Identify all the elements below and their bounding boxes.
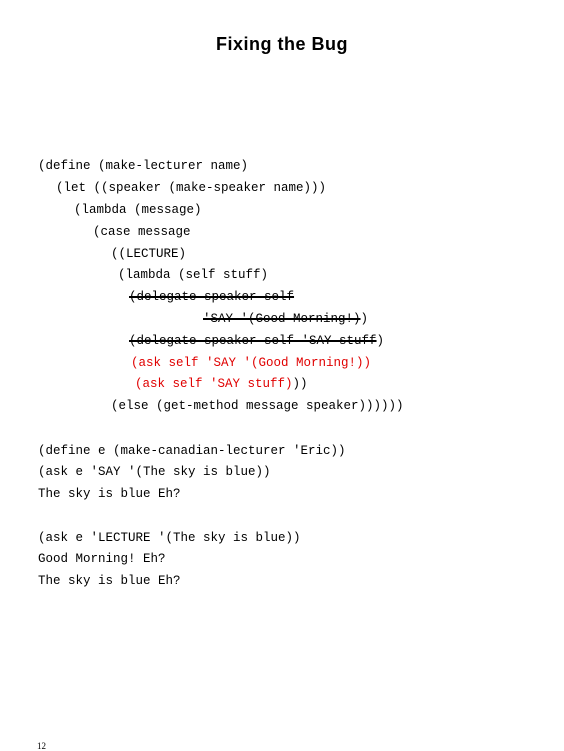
code-strikethrough-delegate-1-args: 'SAY '(Good Morning!): [203, 312, 361, 326]
code-ask-stuff-close: )): [292, 377, 308, 391]
code-fix-ask-stuff: (ask self 'SAY stuff): [135, 377, 293, 391]
code-case-message: (case message: [93, 225, 191, 239]
code-lambda-self-stuff: (lambda (self stuff): [118, 268, 269, 282]
code-lambda-message: (lambda (message): [74, 203, 202, 217]
output-line-3: The sky is blue Eh?: [38, 574, 181, 588]
code-define-lecturer: (define (make-lecturer name): [38, 159, 249, 173]
code-strikethrough-delegate-2: (delegate speaker self 'SAY stuff: [129, 334, 377, 348]
code-else-clause: (else (get-method message speaker)))))): [111, 399, 404, 413]
code-strikethrough-delegate-1-args-line: 'SAY '(Good Morning!)): [203, 311, 368, 327]
slide-title: Fixing the Bug: [216, 34, 348, 54]
code-fix-ask-stuff-line: (ask self 'SAY stuff))): [135, 376, 308, 392]
code-fix-ask-good-morning: (ask self 'SAY '(Good Morning!)): [131, 356, 372, 370]
code-let-speaker: (let ((speaker (make-speaker name))): [56, 181, 327, 195]
code-define-e: (define e (make-canadian-lecturer 'Eric)…: [38, 444, 346, 458]
code-lecture-case: ((LECTURE): [111, 247, 187, 261]
code-ask-e-lecture: (ask e 'LECTURE '(The sky is blue)): [38, 531, 301, 545]
code-ask-e-say: (ask e 'SAY '(The sky is blue)): [38, 465, 271, 479]
page-number: 12: [37, 741, 46, 751]
code-delegate-1-close: ): [360, 312, 369, 326]
output-line-1: The sky is blue Eh?: [38, 487, 181, 501]
output-line-2: Good Morning! Eh?: [38, 552, 166, 566]
code-strikethrough-delegate-2-line: (delegate speaker self 'SAY stuff): [129, 333, 384, 349]
code-strikethrough-delegate-1: (delegate speaker self: [129, 290, 295, 304]
code-delegate-2-close: ): [376, 334, 385, 348]
